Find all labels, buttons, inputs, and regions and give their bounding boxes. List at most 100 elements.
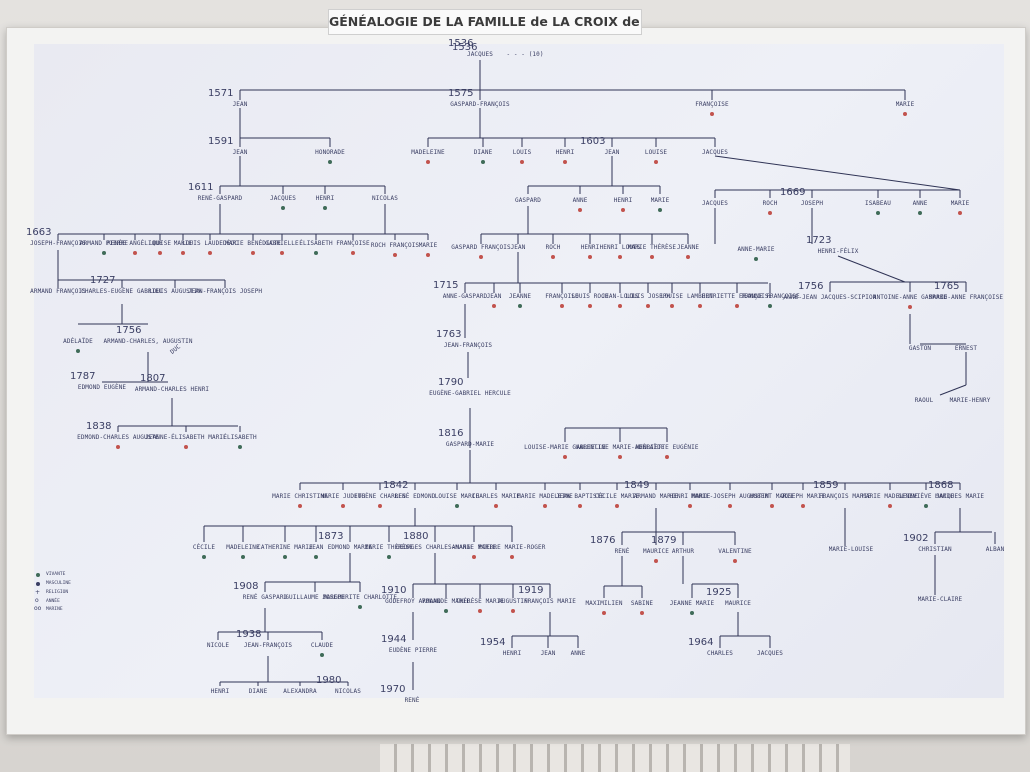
status-dot-icon (378, 504, 382, 508)
birth-year: 1727 (90, 275, 116, 286)
birth-year: 1925 (706, 587, 732, 598)
status-dot-icon (688, 504, 692, 508)
birth-year: 1669 (780, 187, 806, 198)
person-name: MARIE BÉNÉDICTE (225, 240, 281, 247)
birth-year: 1954 (480, 637, 506, 648)
person-name: MARIE THÉRÈSE (627, 244, 677, 251)
birth-year: 1859 (813, 480, 839, 491)
status-dot-icon (298, 504, 302, 508)
birth-year: 1879 (651, 535, 677, 546)
status-dot-icon (588, 304, 592, 308)
status-dot-icon (241, 555, 245, 559)
birth-year: 1603 (580, 136, 606, 147)
birth-year: 1919 (518, 585, 544, 596)
person-name: ANNE (572, 197, 588, 204)
birth-year: 1964 (688, 637, 714, 648)
status-dot-icon (686, 255, 690, 259)
birth-year: 1571 (208, 88, 234, 99)
birth-year: 1723 (806, 235, 832, 246)
birth-year: 1938 (236, 629, 262, 640)
status-dot-icon (888, 504, 892, 508)
person-name: MARIE-LOUISE (828, 546, 874, 553)
status-dot-icon (478, 609, 482, 613)
person-name: JEAN (486, 293, 502, 300)
person-name: HENRI (502, 650, 522, 657)
person-name: CÉCILE (192, 544, 216, 551)
person-name: DIANE (473, 149, 493, 156)
person-name: GUILLAUME JOSEPH (285, 594, 345, 601)
status-dot-icon (908, 305, 912, 309)
person-name: LOUIS AUGUSTIN (149, 288, 201, 295)
status-dot-icon (698, 304, 702, 308)
status-dot-icon (511, 609, 515, 613)
person-name: AUGUSTIN (498, 598, 528, 605)
tree-paper (34, 44, 1004, 698)
person-name: JEAN (510, 244, 526, 251)
person-name: ARMAND FRANÇOIS (30, 288, 86, 295)
person-name: EDMOND MARIE (327, 544, 373, 551)
status-dot-icon (444, 609, 448, 613)
status-dot-icon (426, 253, 430, 257)
person-name: HENRI-FÉLIX (817, 248, 859, 255)
status-dot-icon (618, 255, 622, 259)
person-name: HENRI (315, 195, 335, 202)
person-name: LOUIS LAUDEDÉOC (182, 240, 238, 247)
status-dot-icon (314, 251, 318, 255)
birth-year: 1575 (448, 88, 474, 99)
person-name: HONORADE (315, 149, 345, 156)
person-name: JEANNE-ÉLISABETH MARIE (145, 434, 227, 441)
birth-year: 1663 (26, 227, 52, 238)
status-dot-icon (426, 160, 430, 164)
status-dot-icon (208, 251, 212, 255)
person-name: HENRI (613, 197, 633, 204)
status-dot-icon (876, 211, 880, 215)
status-dot-icon (710, 112, 714, 116)
person-name: EUGÈNE CHARLES (354, 493, 406, 500)
legend-marine: MARINE (46, 607, 63, 612)
person-name: HENRI (555, 149, 575, 156)
person-name: CHARLES (707, 650, 733, 657)
person-name: ISABEAU (865, 200, 891, 207)
birth-year: 1876 (590, 535, 616, 546)
person-name: JACQUES (702, 200, 728, 207)
person-name: CATHERINE MARIE (257, 544, 313, 551)
birth-year: 1765 (934, 281, 960, 292)
status-dot-icon (492, 304, 496, 308)
person-name: CÉCILE MARIE (594, 493, 640, 500)
birth-year: 1756 (798, 281, 824, 292)
person-name: RENÉ EDMOND (394, 493, 436, 500)
status-dot-icon (588, 255, 592, 259)
person-name: NICOLE (206, 642, 230, 649)
person-name: JEANNE (508, 293, 532, 300)
status-dot-icon (202, 555, 206, 559)
person-name: MARIE-CLAIRE (917, 596, 963, 603)
status-dot-icon (283, 555, 287, 559)
person-name: MADELEINE (411, 149, 445, 156)
person-name: RENÉ (614, 548, 630, 555)
status-dot-icon (280, 251, 284, 255)
person-name: JEAN (604, 149, 620, 156)
legend-circle-icon: o (35, 597, 39, 604)
person-name: JEAN (232, 149, 248, 156)
person-name: DIANE (248, 688, 268, 695)
status-dot-icon (158, 251, 162, 255)
person-name: NICOLAS (372, 195, 398, 202)
person-name: ARMAND-CHARLES, AUGUSTIN (103, 338, 193, 345)
status-dot-icon (76, 349, 80, 353)
person-name: ARMAND MARIE (633, 493, 679, 500)
person-name: HENRI LOUIS (599, 244, 641, 251)
person-name: VALENTINE MARIE-ADÉLAÏDE (575, 444, 665, 451)
person-name: ANNE-JEAN JACQUES-SCIPION (783, 294, 877, 301)
connector-line (939, 384, 967, 396)
person-name: EUGÈNE-GABRIEL HERCULE (429, 390, 511, 397)
status-dot-icon (341, 504, 345, 508)
birth-year: 1970 (380, 684, 406, 695)
status-dot-icon (328, 160, 332, 164)
birth-year: 1763 (436, 329, 462, 340)
person-name: JACQUES MARIE (935, 493, 985, 500)
person-name: PIERRE MARIE-ROGER (478, 544, 546, 551)
status-dot-icon (924, 504, 928, 508)
person-name: SABINE (630, 600, 654, 607)
person-name: LOUIS JOSEPH (625, 293, 671, 300)
person-name: MARIE JUDITH (320, 493, 366, 500)
